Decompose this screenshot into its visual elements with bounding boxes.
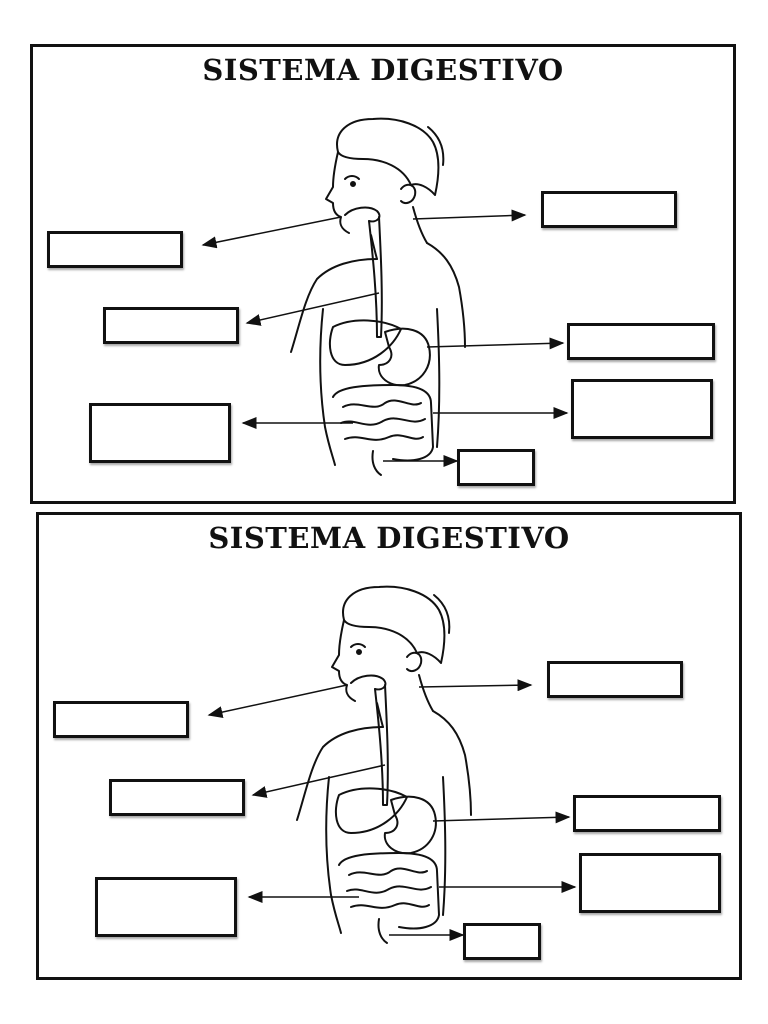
- esophagus: [374, 684, 389, 806]
- stomach: [383, 795, 437, 855]
- stomach: [377, 327, 431, 387]
- answer-box-5[interactable]: [89, 403, 231, 463]
- answer-box-2[interactable]: [547, 661, 683, 698]
- answer-box-4[interactable]: [573, 795, 721, 832]
- answer-box-7[interactable]: [457, 449, 535, 486]
- large-intestine: [338, 852, 440, 930]
- answer-box-4[interactable]: [567, 323, 715, 360]
- mouth: [350, 674, 387, 691]
- answer-box-3[interactable]: [103, 307, 239, 344]
- small-intestine: [340, 399, 426, 441]
- small-intestine: [346, 867, 432, 909]
- pointer-2: [412, 209, 527, 222]
- pointer-1: [207, 684, 348, 718]
- pointer-2: [418, 679, 533, 692]
- answer-box-6[interactable]: [579, 853, 721, 913]
- digestive-system-figure: [207, 585, 577, 944]
- pointer-3: [251, 764, 386, 798]
- digestive-system-figure: [201, 117, 569, 476]
- pointer-4: [426, 337, 565, 350]
- rectum: [377, 918, 388, 944]
- liver: [334, 787, 408, 834]
- worksheet-2: SISTEMA DIGESTIVO: [36, 512, 742, 980]
- answer-box-1[interactable]: [53, 701, 189, 738]
- large-intestine: [332, 384, 434, 462]
- hair: [336, 117, 440, 196]
- pointer-3: [245, 292, 380, 326]
- pointer-1: [201, 216, 342, 249]
- answer-box-6[interactable]: [571, 379, 713, 439]
- pointer-4: [432, 811, 571, 824]
- answer-box-1[interactable]: [47, 231, 183, 268]
- esophagus: [368, 216, 383, 338]
- worksheet-title: SISTEMA DIGESTIVO: [208, 521, 570, 555]
- hair: [342, 585, 446, 664]
- answer-box-3[interactable]: [109, 779, 245, 816]
- answer-box-5[interactable]: [95, 877, 237, 937]
- face: [331, 619, 356, 702]
- answer-box-7[interactable]: [463, 923, 541, 960]
- mouth: [344, 206, 381, 223]
- worksheet-title: SISTEMA DIGESTIVO: [202, 53, 564, 87]
- worksheet-1: SISTEMA DIGESTIVO: [30, 44, 736, 504]
- answer-box-2[interactable]: [541, 191, 677, 228]
- rectum: [371, 450, 382, 476]
- liver: [328, 319, 402, 366]
- face: [325, 151, 350, 234]
